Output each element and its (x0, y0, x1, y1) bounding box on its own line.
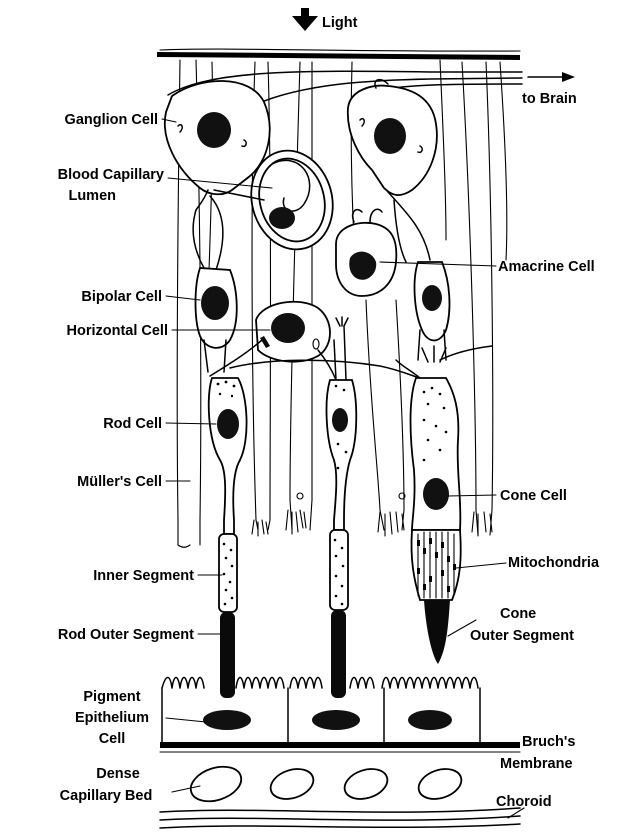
label-mitochondria: Mitochondria (508, 555, 600, 571)
inner-limiting-membrane (157, 49, 520, 60)
rod-outer-segment-left (220, 612, 235, 698)
rod-inner-segment-left (219, 534, 237, 612)
label-rod-outer-segment: Rod Outer Segment (58, 627, 194, 643)
choroid-layer (160, 808, 520, 828)
horizontal-cell (210, 302, 420, 380)
label-inner-segment: Inner Segment (93, 568, 194, 584)
rod-inner-segment-middle (330, 530, 348, 610)
label-bruchs: Bruch's (522, 734, 575, 750)
label-choroid: Choroid (496, 794, 552, 810)
label-amacrine-cell: Amacrine Cell (498, 259, 595, 275)
bruchs-membrane (160, 742, 520, 752)
label-bipolar-cell: Bipolar Cell (81, 289, 162, 305)
label-capillary-bed: Capillary Bed (60, 788, 153, 804)
label-cone-cell: Cone Cell (500, 488, 567, 504)
label-epithelium: Epithelium (75, 710, 149, 726)
label-blood-capillary: Blood Capillary (58, 167, 164, 183)
label-ganglion-cell: Ganglion Cell (65, 112, 158, 128)
light-label: Light (322, 15, 358, 31)
rod-outer-segment-middle (331, 610, 346, 698)
cone-cell (396, 346, 492, 530)
cone-outer-segment (424, 600, 450, 664)
label-horizontal-cell: Horizontal Cell (66, 323, 168, 339)
label-lumen: Lumen (68, 188, 116, 204)
pigment-epithelium (162, 678, 480, 743)
label-dense: Dense (96, 766, 140, 782)
label-cell: Cell (99, 731, 126, 747)
bipolar-cell-left (196, 268, 237, 372)
label-rod-cell: Rod Cell (103, 416, 162, 432)
capillary-bed (186, 761, 465, 808)
bipolar-cell-right (415, 262, 450, 360)
to-brain-label: to Brain (522, 91, 577, 107)
cone-inner-segment (411, 530, 460, 600)
label-cone: Cone (500, 606, 536, 622)
ganglion-cell-right (348, 80, 437, 195)
label-mullers-cell: Müller's Cell (77, 474, 162, 490)
label-pigment: Pigment (83, 689, 140, 705)
label-membrane: Membrane (500, 756, 573, 772)
rod-cell-left (209, 378, 247, 534)
rod-cell-middle (327, 317, 357, 530)
label-outer-segment: Outer Segment (470, 628, 574, 644)
amacrine-cell (336, 209, 396, 296)
light-arrow-icon (292, 8, 318, 31)
to-brain-arrow-icon (528, 72, 575, 82)
